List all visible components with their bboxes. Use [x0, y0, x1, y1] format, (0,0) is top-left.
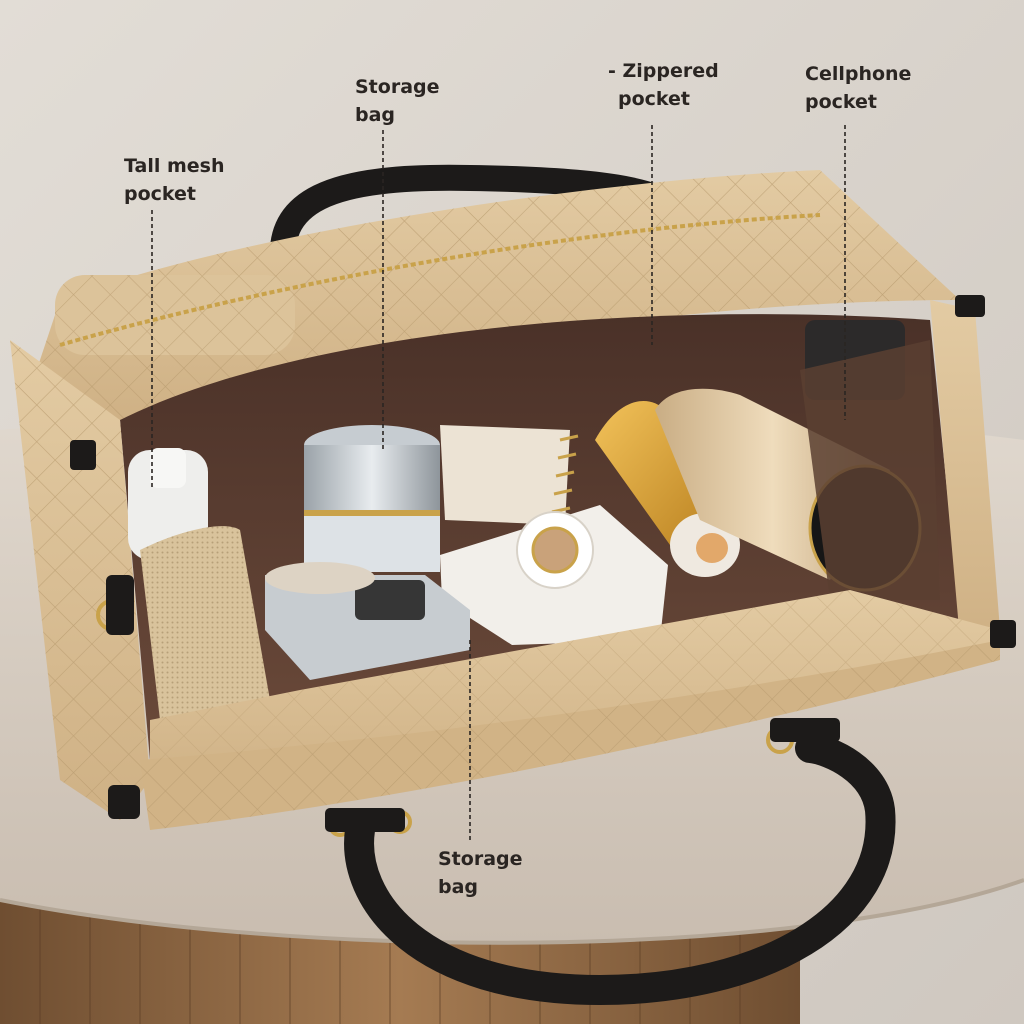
callout-cellphone-pocket: Cellphone pocket [805, 60, 911, 116]
callout-line: pocket [124, 183, 197, 205]
notebook [440, 425, 570, 525]
callout-storage-bag-top: Storage bag [355, 73, 440, 129]
zipper-line [59, 213, 821, 347]
amber-spray-bottle [595, 401, 722, 550]
callout-line: pocket [618, 88, 691, 110]
callout-line: pocket [805, 91, 878, 113]
leather-end-caps [70, 295, 1016, 819]
front-handle [344, 733, 896, 1006]
callout-leader-lines [151, 125, 846, 840]
callout-line: Storage [438, 848, 523, 870]
callout-line: Cellphone [805, 63, 912, 85]
callout-zippered-pocket: - Zippered pocket [608, 57, 719, 113]
bag-right-side [930, 300, 1000, 640]
callout-line: bag [355, 104, 396, 126]
callout-tall-mesh-pocket: Tall mesh pocket [124, 152, 225, 208]
callout-line: bag [438, 876, 479, 898]
callout-line: - Zippered [608, 60, 719, 82]
callout-storage-bag-bottom: Storage bag [438, 845, 523, 901]
cellphone-pocket [800, 340, 940, 600]
round-cap [265, 562, 375, 594]
mesh-pocket [140, 526, 270, 720]
table-edge [0, 878, 1024, 945]
callout-line: Tall mesh [124, 155, 225, 177]
callout-line: Storage [355, 76, 440, 98]
